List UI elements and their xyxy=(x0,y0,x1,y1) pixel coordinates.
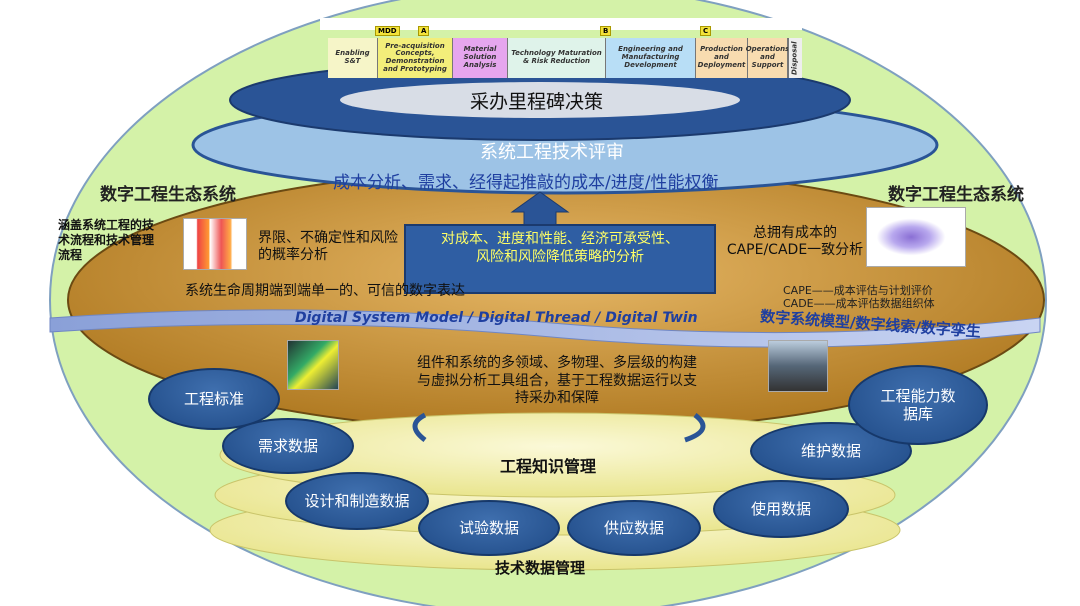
tradeoff-label: 成本分析、需求、经得起推敲的成本/进度/性能权衡 xyxy=(333,173,719,193)
cade-definition: CADE——成本评估数据组织体 xyxy=(783,297,935,310)
cape-definition: CAPE——成本评估与计划评价 xyxy=(783,284,933,297)
technical-reviews-label: 系统工程技术评审 xyxy=(480,142,624,163)
data-item-usage: 使用数据 xyxy=(713,480,849,538)
knowledge-management-label: 工程知识管理 xyxy=(500,457,597,476)
digital-thread-arrow xyxy=(49,309,1041,348)
milestone-marker: B xyxy=(600,26,612,36)
data-item-design-manufacturing: 设计和制造数据 xyxy=(285,472,429,530)
ecosystem-label-left: 数字工程生态系统 xyxy=(100,185,236,205)
multi-domain-label: 组件和系统的多领域、多物理、多层级的构建与虚拟分析工具组合，基于工程数据运行以支… xyxy=(417,355,697,406)
milestone-marker: MDD xyxy=(375,26,400,36)
lifecycle-phase: Disposal xyxy=(788,38,802,78)
milestone-inner xyxy=(340,82,740,118)
cape-cade-label: 总拥有成本的CAPE/CADE一致分析 xyxy=(726,225,864,258)
milestone-decisions-label: 采办里程碑决策 xyxy=(470,91,604,113)
milestone-marker: A xyxy=(418,26,430,36)
aircraft-model-image xyxy=(287,340,339,390)
cycle-arrow-left xyxy=(412,412,427,442)
probability-chart-image xyxy=(183,218,247,270)
center-analysis-text: 对成本、进度和性能、经济可承受性、风险和风险降低策略的分析 xyxy=(441,231,679,266)
lifecycle-phase: Enabling S&T xyxy=(328,38,378,78)
data-item-supply: 供应数据 xyxy=(567,500,701,556)
lifecycle-phase: Pre-acquisition Concepts, Demonstration … xyxy=(378,38,453,78)
data-item-engineering-standards: 工程标准 xyxy=(148,368,280,430)
probability-label: 界限、不确定性和风险的概率分析 xyxy=(258,230,398,263)
ecosystem-label-right: 数字工程生态系统 xyxy=(888,185,1024,205)
lifecycle-phase: Material Solution Analysis xyxy=(453,38,508,78)
milestone-bar xyxy=(320,18,802,30)
milestone-marker: C xyxy=(700,26,712,36)
technical-data-management-label: 技术数据管理 xyxy=(495,559,586,577)
center-analysis-box xyxy=(404,224,716,294)
lifecycle-representation-label: 系统生命周期端到端单一的、可信的数字表达 xyxy=(185,283,465,299)
coverage-label: 涵盖系统工程的技术流程和技术管理流程 xyxy=(58,218,155,262)
white-margin xyxy=(1056,0,1080,606)
data-item-test: 试验数据 xyxy=(418,500,560,556)
cycle-arrow-right xyxy=(684,413,706,443)
lifecycle-phase: Technology Maturation & Risk Reduction xyxy=(508,38,606,78)
lifecycle-phase: Engineering and Manufacturing Developmen… xyxy=(606,38,696,78)
lifecycle-phase: Operations and Support xyxy=(746,38,789,78)
data-item-requirements: 需求数据 xyxy=(222,418,354,474)
control-room-image xyxy=(768,340,828,392)
data-item-capability-database: 工程能力数据库 xyxy=(848,365,988,445)
digital-thread-en-label: Digital System Model / Digital Thread / … xyxy=(295,310,698,326)
lifecycle-phase: Production and Deployment xyxy=(696,38,748,78)
scatter-chart-image xyxy=(866,207,966,267)
